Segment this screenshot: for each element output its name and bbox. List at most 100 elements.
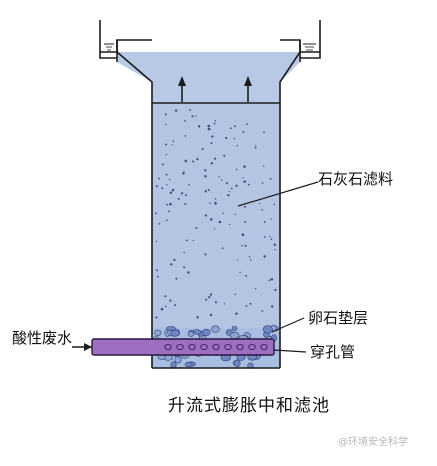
speckle <box>209 293 212 296</box>
speckle <box>155 212 157 215</box>
speckle <box>250 259 252 261</box>
speckle <box>166 203 168 206</box>
speckle <box>192 239 194 242</box>
speckle <box>263 131 265 134</box>
speckle <box>207 124 211 128</box>
speckle <box>161 187 164 190</box>
speckle <box>204 214 207 217</box>
speckle <box>155 185 158 188</box>
speckle <box>207 127 211 131</box>
pipe-hole <box>164 343 172 351</box>
speckle <box>237 259 239 261</box>
pebble <box>187 331 195 337</box>
speckle <box>242 177 244 179</box>
speckle <box>174 304 177 307</box>
speckle <box>271 305 274 308</box>
speckle <box>209 218 213 221</box>
pebble <box>231 325 238 331</box>
speckle <box>241 244 243 247</box>
speckle <box>269 177 272 180</box>
speckle <box>184 135 187 137</box>
pebble <box>202 328 211 336</box>
speckle <box>263 221 266 223</box>
speckle <box>165 173 168 176</box>
speckle <box>204 169 207 172</box>
pipe-hole <box>224 343 232 351</box>
speckle <box>156 269 158 272</box>
speckle <box>160 307 164 311</box>
speckle <box>233 125 236 128</box>
speckle <box>273 243 276 246</box>
speckle <box>184 203 187 205</box>
speckle <box>249 302 252 305</box>
speckle <box>239 271 241 274</box>
speckle <box>169 299 172 302</box>
speckle <box>164 113 167 116</box>
speckle <box>155 316 158 319</box>
speckle <box>234 293 236 296</box>
speckle <box>201 147 204 151</box>
speckle <box>230 187 233 190</box>
perforated-pipe-label: 穿孔管 <box>310 343 356 361</box>
speckle <box>235 184 238 187</box>
inlet-arrow <box>72 343 92 351</box>
speckle <box>187 271 190 274</box>
speckle <box>210 162 213 165</box>
pebble <box>174 356 182 364</box>
speckle <box>204 175 207 178</box>
pipe-hole <box>176 343 184 351</box>
speckle <box>169 202 172 206</box>
speckle <box>244 244 247 247</box>
speckle <box>210 292 212 295</box>
speckle <box>155 240 158 243</box>
speckle <box>210 142 213 145</box>
speckle <box>268 279 271 282</box>
speckle <box>209 202 211 204</box>
speckle <box>173 258 176 261</box>
speckle <box>164 305 167 308</box>
speckle <box>229 223 231 226</box>
speckle <box>248 256 251 258</box>
pebble <box>166 326 176 331</box>
speckle <box>195 115 197 117</box>
speckle <box>214 198 217 200</box>
water-column <box>152 103 280 368</box>
speckle <box>245 305 248 307</box>
speckle <box>165 123 167 126</box>
speckle <box>244 220 247 223</box>
speckle <box>166 219 168 221</box>
speckle <box>243 180 246 183</box>
pebble <box>154 329 162 337</box>
speckle <box>228 190 230 193</box>
speckle <box>222 212 224 215</box>
pebble <box>170 329 180 337</box>
speckle <box>234 213 236 215</box>
leader-gravel <box>271 317 305 333</box>
speckle <box>170 263 173 266</box>
pebble <box>184 361 193 368</box>
speckle <box>247 183 250 186</box>
speckle <box>223 154 226 157</box>
limestone-speckles <box>155 109 277 319</box>
speckle <box>274 288 277 292</box>
speckle <box>204 190 207 193</box>
pipe-hole <box>260 343 268 351</box>
speckle <box>227 194 230 197</box>
speckle <box>171 188 175 192</box>
speckle <box>269 235 271 237</box>
speckle <box>168 210 170 213</box>
speckle <box>214 202 217 205</box>
speckle <box>225 182 228 185</box>
speckle <box>223 303 226 305</box>
speckle <box>270 218 272 220</box>
pipe-hole <box>188 343 196 351</box>
speckle <box>184 159 188 163</box>
speckle <box>221 247 224 250</box>
speckle <box>225 136 228 140</box>
leader-pipe <box>273 349 307 353</box>
speckle <box>204 253 207 256</box>
speckle <box>270 238 273 240</box>
speckle <box>254 146 257 149</box>
speckle <box>214 228 216 230</box>
